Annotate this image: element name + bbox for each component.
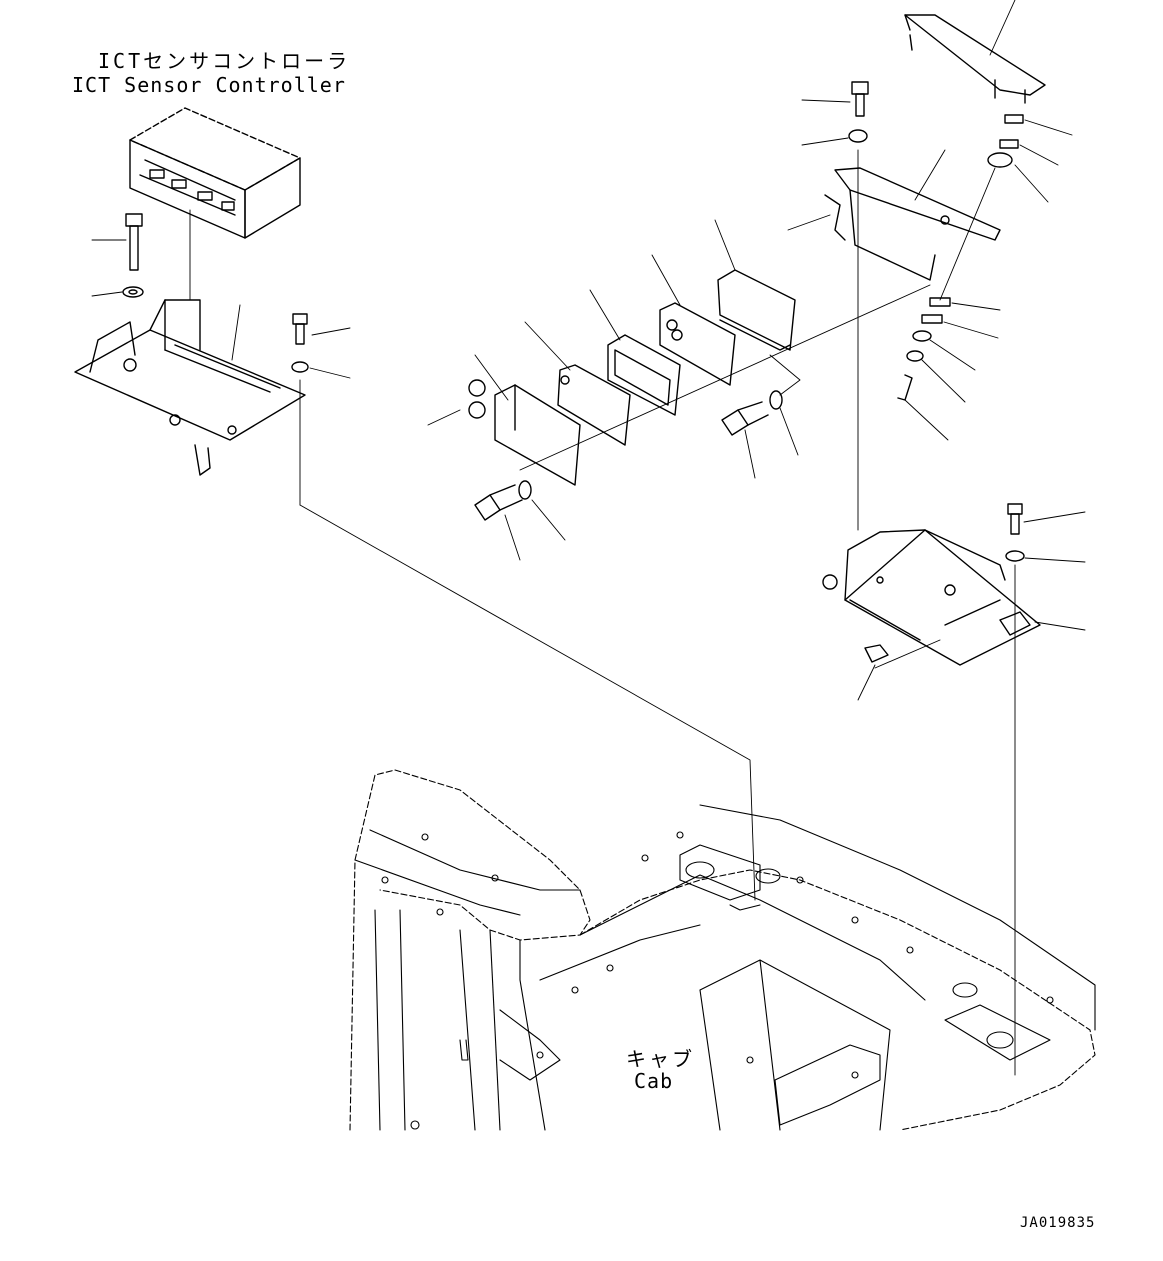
cab-label-en: Cab — [634, 1069, 674, 1093]
right-small-parts — [898, 115, 1072, 440]
left-mounting-bracket — [75, 300, 305, 475]
center-bolt-2 — [722, 391, 798, 478]
gasket-plate — [525, 322, 630, 445]
controller-label-jp: ICTセンサコントローラ — [98, 49, 351, 73]
center-bolt-1 — [475, 481, 565, 560]
seal-plate — [652, 255, 735, 385]
filter-plate — [590, 290, 680, 415]
left-bolt-2 — [293, 314, 350, 344]
plate-bracket-line — [770, 355, 800, 395]
top-right-cover — [905, 0, 1045, 103]
cab-label-jp: キャブ — [626, 1047, 695, 1071]
upper-right-bracket — [788, 150, 1000, 280]
ict-sensor-controller-unit — [130, 108, 300, 300]
cab-structure — [350, 770, 1095, 1130]
controller-label-en: ICT Sensor Controller — [72, 73, 346, 97]
top-washer — [802, 130, 867, 145]
plate-axis-line — [520, 285, 930, 470]
left-washer-1 — [92, 287, 143, 297]
lower-right-mounting-plate — [823, 530, 1040, 700]
left-leader-to-cab-2 — [300, 505, 755, 900]
top-bolt — [802, 82, 868, 116]
front-cover-plate — [428, 355, 580, 485]
rear-plate — [715, 220, 795, 350]
lower-right-bolt — [1008, 504, 1085, 534]
lower-right-washer — [1006, 551, 1085, 630]
left-washer-2 — [292, 362, 350, 378]
drawing-number: JA019835 — [1020, 1215, 1096, 1231]
left-bolt-1 — [92, 214, 142, 270]
